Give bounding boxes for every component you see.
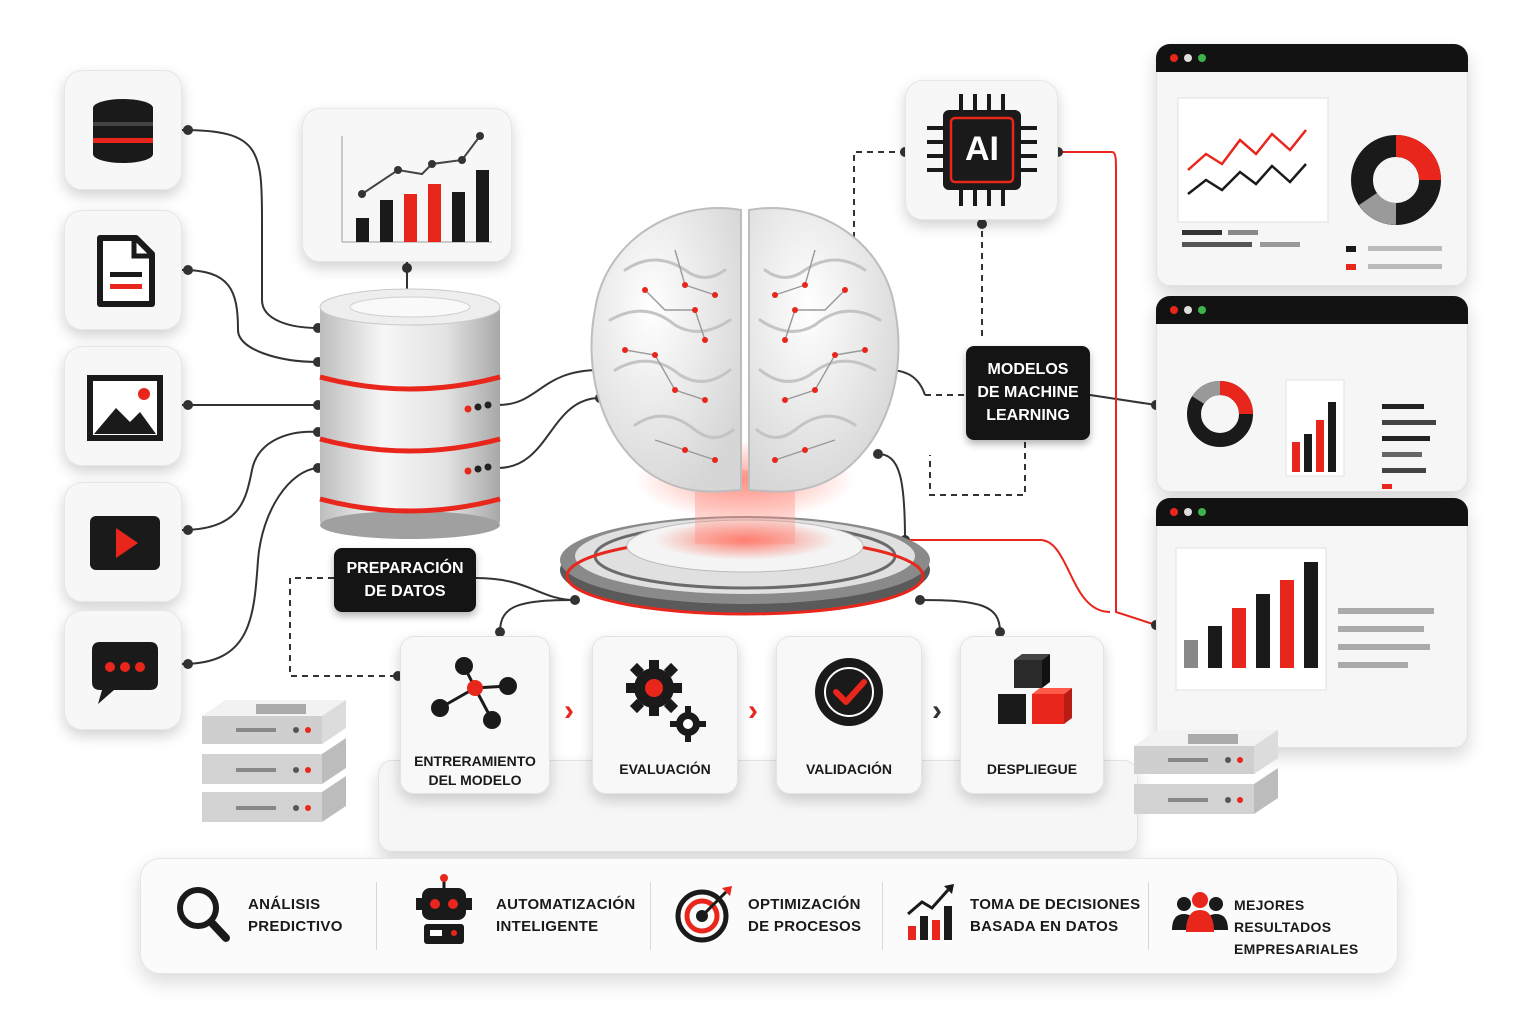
ai-chip-card: AI <box>905 80 1058 220</box>
benefit-results-text: MEJORES RESULTADOS EMPRESARIALES <box>1234 894 1394 960</box>
stage-validation-label: VALIDACIÓN <box>805 761 893 777</box>
source-card-image <box>64 346 182 466</box>
ml-models-line-2: DE MACHINE <box>977 384 1079 401</box>
stage-evaluation-label: EVALUACIÓN <box>619 761 711 777</box>
benefit-intelligent-automation: AUTOMATIZACIÓN INTELIGENTE <box>410 858 650 974</box>
growth-chart-icon <box>907 884 954 940</box>
window-titlebar <box>1156 44 1468 72</box>
bar-chart-and-text <box>1175 547 1434 691</box>
benefit-results-line-2: EMPRESARIALES <box>1234 941 1359 957</box>
window-titlebar <box>1156 498 1468 526</box>
dashboard-window-3 <box>1156 498 1468 748</box>
benefit-predictive-line-2: PREDICTIVO <box>248 918 343 935</box>
benefit-automation-text: AUTOMATIZACIÓN INTELIGENTE <box>496 894 635 938</box>
chevron-right-icon: › <box>932 694 942 727</box>
benefit-decisions-line-1: TOMA DE DECISIONES <box>970 896 1141 913</box>
benefit-optimization-line-1: OPTIMIZACIÓN <box>748 896 861 913</box>
benefit-business-results: MEJORES RESULTADOS EMPRESARIALES <box>1170 858 1394 974</box>
document-icon <box>97 235 155 307</box>
stage-evaluation: EVALUACIÓN <box>592 636 738 794</box>
ml-models-label: MODELOS DE MACHINE LEARNING <box>966 346 1090 440</box>
window-titlebar <box>1156 296 1468 324</box>
source-card-database <box>64 70 182 190</box>
ai-chip-icon <box>927 94 1037 206</box>
video-play-icon <box>90 516 160 570</box>
benefit-predictive-text: ANÁLISIS PREDICTIVO <box>248 894 343 938</box>
cubes-icon <box>998 654 1072 724</box>
image-icon <box>87 375 163 441</box>
magnifier-icon <box>177 887 230 942</box>
divider <box>376 882 377 950</box>
divider <box>1148 882 1149 950</box>
stage-training-label: ENTRERAMIENTO DEL MODELO <box>400 752 550 790</box>
server-rack-right <box>1134 730 1278 814</box>
benefit-decisions-text: TOMA DE DECISIONES BASADA EN DATOS <box>970 894 1140 938</box>
divider <box>650 882 651 950</box>
team-icon <box>1172 892 1228 932</box>
benefit-process-optimization: OPTIMIZACIÓN DE PROCESOS <box>670 858 880 974</box>
database-icon <box>93 99 153 163</box>
benefit-predictive-analysis: ANÁLISIS PREDICTIVO <box>170 858 370 974</box>
data-prep-label: PREPARACIÓN DE DATOS <box>334 548 476 612</box>
donut-and-bar-charts <box>1187 379 1436 489</box>
benefit-automation-line-1: AUTOMATIZACIÓN <box>496 896 636 913</box>
bar-line-chart-icon <box>341 132 492 243</box>
chevron-right-icon: › <box>564 694 574 727</box>
stage-deployment: DESPLIEGUE <box>960 636 1104 794</box>
source-card-video <box>64 482 182 602</box>
ai-brain <box>560 207 930 616</box>
stage-validation: VALIDACIÓN <box>776 636 922 794</box>
target-icon <box>675 886 732 943</box>
data-prep-line-1: PREPARACIÓN <box>346 560 464 577</box>
chevron-right-icon: › <box>748 694 758 727</box>
stage-training: ENTRERAMIENTO DEL MODELO <box>400 636 550 794</box>
ai-chip-label: AI <box>965 130 999 168</box>
benefit-automation-line-2: INTELIGENTE <box>496 918 599 935</box>
data-prep-line-2: DE DATOS <box>364 583 446 600</box>
divider <box>882 882 883 950</box>
dashboard-window-2 <box>1156 296 1468 492</box>
stage-training-line-1: ENTRERAMIENTO <box>414 753 536 769</box>
benefit-data-driven-decisions: TOMA DE DECISIONES BASADA EN DATOS <box>904 858 1144 974</box>
benefit-predictive-line-1: ANÁLISIS <box>248 896 321 913</box>
line-and-donut-charts <box>1177 97 1442 270</box>
benefit-optimization-line-2: DE PROCESOS <box>748 918 862 935</box>
robot-icon <box>416 874 472 944</box>
check-circle-icon <box>815 658 883 726</box>
source-card-document <box>64 210 182 330</box>
database-stack <box>319 288 501 539</box>
benefit-optimization-text: OPTIMIZACIÓN DE PROCESOS <box>748 894 861 938</box>
stage-training-line-2: DEL MODELO <box>428 772 522 788</box>
analytics-chart-card <box>302 108 512 262</box>
benefit-results-line-1: MEJORES RESULTADOS <box>1234 897 1332 935</box>
benefits-bar: ANÁLISIS PREDICTIVO AUTOMATIZACIÓN INTEL… <box>140 858 1398 974</box>
ml-models-line-1: MODELOS <box>987 361 1069 378</box>
ml-models-line-3: LEARNING <box>986 407 1070 424</box>
network-nodes-icon <box>431 657 517 729</box>
source-card-chat <box>64 610 182 730</box>
stage-deployment-label: DESPLIEGUE <box>986 761 1078 777</box>
benefit-decisions-line-2: BASADA EN DATOS <box>970 918 1119 935</box>
gears-icon <box>626 660 706 742</box>
dashboard-window-1 <box>1156 44 1468 286</box>
server-rack-left <box>202 700 346 822</box>
chat-bubble-icon <box>92 642 158 704</box>
